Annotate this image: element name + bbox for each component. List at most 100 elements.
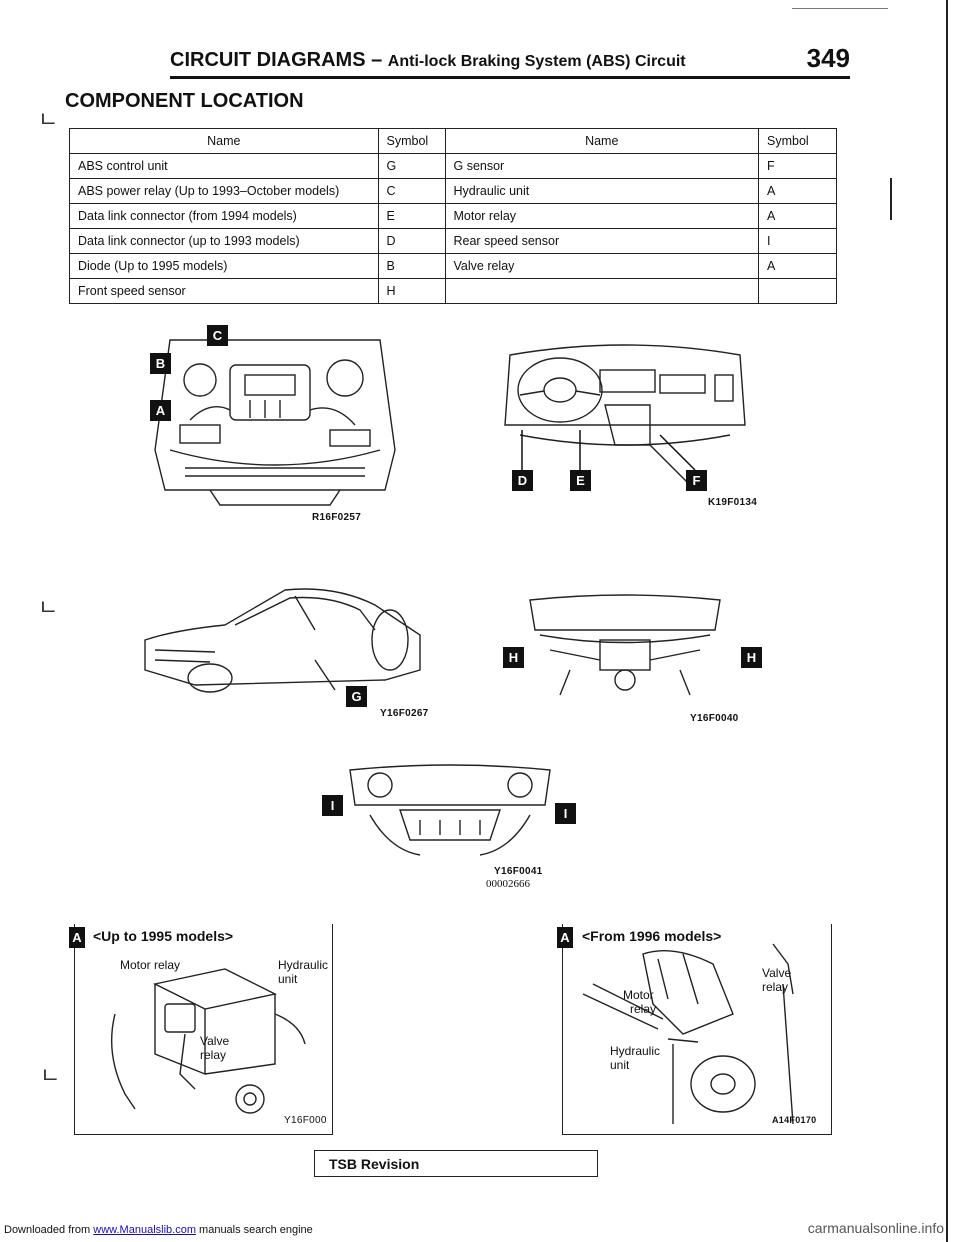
figure-code: Y16F0041 xyxy=(494,866,543,877)
valve-relay-drawing xyxy=(582,943,794,1125)
marker-a: A xyxy=(69,927,85,948)
component-symbol: A xyxy=(758,203,837,229)
component-symbol: I xyxy=(758,228,837,254)
page-edge-line xyxy=(946,0,948,1242)
component-symbol: B xyxy=(377,253,446,279)
footer-prefix: Downloaded from xyxy=(4,1224,94,1236)
header-subtitle: Anti-lock Braking System (ABS) Circuit xyxy=(387,53,686,70)
header-title: CIRCUIT DIAGRAMS – Anti-lock Braking Sys… xyxy=(170,49,686,72)
marker-d: D xyxy=(512,470,533,491)
component-name: Rear speed sensor xyxy=(444,228,760,254)
col-header-symbol: Symbol xyxy=(758,128,837,154)
table-row: ABS power relay (Up to 1993–October mode… xyxy=(69,178,837,204)
label-hydraulic: Hydraulic xyxy=(610,1044,661,1058)
binder-mark: ㄴ xyxy=(38,595,59,620)
tsb-revision-label: TSB Revision xyxy=(329,1156,420,1172)
label-relay: relay xyxy=(200,1048,227,1062)
car-side-drawing xyxy=(144,588,421,693)
detail-panel-from-1996 xyxy=(562,924,832,1135)
label-valve: Valve xyxy=(200,1034,230,1048)
marker-h: H xyxy=(503,647,524,668)
page-header: CIRCUIT DIAGRAMS – Anti-lock Braking Sys… xyxy=(170,42,850,79)
label-relay: relay xyxy=(762,980,789,994)
component-symbol: A xyxy=(758,253,837,279)
component-name: Valve relay xyxy=(444,253,760,279)
component-symbol: H xyxy=(377,278,446,304)
panel-title: <From 1996 models> xyxy=(582,928,722,944)
binder-mark: ㄴ xyxy=(40,1063,61,1088)
page-number: 349 xyxy=(806,43,850,73)
marker-i: I xyxy=(322,795,343,816)
table-row: Data link connector (up to 1993 models) … xyxy=(69,228,837,254)
component-name: ABS control unit xyxy=(69,153,379,179)
header-main-title: CIRCUIT DIAGRAMS xyxy=(170,49,366,71)
table-row: ABS control unit G G sensor F xyxy=(69,153,837,179)
label-motor-relay: Motor relay xyxy=(120,958,181,972)
footer-suffix: manuals search engine xyxy=(195,1224,313,1236)
component-symbol xyxy=(758,278,837,304)
component-symbol: E xyxy=(377,203,446,229)
watermark: carmanualsonline.info xyxy=(807,1220,944,1236)
component-location-table: Name Symbol Name Symbol ABS control unit… xyxy=(69,128,837,304)
component-name xyxy=(444,278,760,304)
front-underbody-drawing xyxy=(529,594,721,696)
component-name: Hydraulic unit xyxy=(444,178,760,204)
section-title: COMPONENT LOCATION xyxy=(65,90,304,112)
manualslib-link[interactable]: www.Manualslib.com xyxy=(93,1224,196,1236)
table-row: Data link connector (from 1994 models) E… xyxy=(69,203,837,229)
label-unit: unit xyxy=(278,972,298,986)
tsb-revision-box: TSB Revision xyxy=(314,1150,598,1177)
component-name: Front speed sensor xyxy=(69,278,379,304)
detail-panel-up-to-1995 xyxy=(74,924,333,1135)
component-name: Motor relay xyxy=(444,203,760,229)
dashboard-leader-lines xyxy=(521,430,696,471)
marker-g: G xyxy=(346,686,367,707)
component-symbol: C xyxy=(377,178,446,204)
component-symbol: G xyxy=(377,153,446,179)
table-header-row: Name Symbol Name Symbol xyxy=(69,128,837,154)
label-motor: Motor xyxy=(623,988,654,1002)
figure-code: Y16F0267 xyxy=(380,708,429,719)
marker-i: I xyxy=(555,803,576,824)
header-separator: – xyxy=(371,49,383,71)
component-name: Data link connector (up to 1993 models) xyxy=(69,228,379,254)
marker-e: E xyxy=(570,470,591,491)
component-name: G sensor xyxy=(444,153,760,179)
col-header-name: Name xyxy=(69,128,379,154)
marker-f: F xyxy=(686,470,707,491)
label-relay: relay xyxy=(630,1002,657,1016)
label-hydraulic: Hydraulic xyxy=(278,958,329,972)
binder-mark: ㄴ xyxy=(38,107,59,132)
hydraulic-unit-drawing xyxy=(111,968,306,1114)
panel-title: <Up to 1995 models> xyxy=(93,928,234,944)
marker-a: A xyxy=(150,400,171,421)
figure-code: Y16F0040 xyxy=(690,713,739,724)
component-name: Data link connector (from 1994 models) xyxy=(69,203,379,229)
component-name: Diode (Up to 1995 models) xyxy=(69,253,379,279)
table-row: Diode (Up to 1995 models) B Valve relay … xyxy=(69,253,837,279)
figure-number: 00002666 xyxy=(486,878,530,890)
component-symbol: F xyxy=(758,153,837,179)
figure-code: A14F0170 xyxy=(772,1115,817,1125)
figure-code: Y16F000 xyxy=(284,1115,327,1126)
col-header-symbol: Symbol xyxy=(377,128,446,154)
component-symbol: A xyxy=(758,178,837,204)
rear-underbody-drawing xyxy=(349,764,551,856)
table-row: Front speed sensor H xyxy=(69,278,837,304)
figure-code: K19F0134 xyxy=(708,497,758,508)
margin-tick xyxy=(890,178,892,220)
top-rule xyxy=(792,8,888,9)
col-header-name: Name xyxy=(444,128,760,154)
marker-c: C xyxy=(207,325,228,346)
figure-code: R16F0257 xyxy=(312,512,362,523)
engine-compartment-drawing xyxy=(154,339,396,506)
label-valve: Valve xyxy=(762,966,792,980)
component-symbol: D xyxy=(377,228,446,254)
component-name: ABS power relay (Up to 1993–October mode… xyxy=(69,178,379,204)
marker-h: H xyxy=(741,647,762,668)
marker-b: B xyxy=(150,353,171,374)
download-footer: Downloaded from www.Manualslib.com manua… xyxy=(4,1224,313,1236)
dashboard-drawing xyxy=(504,344,746,486)
marker-a: A xyxy=(557,927,573,948)
label-unit: unit xyxy=(610,1058,630,1072)
